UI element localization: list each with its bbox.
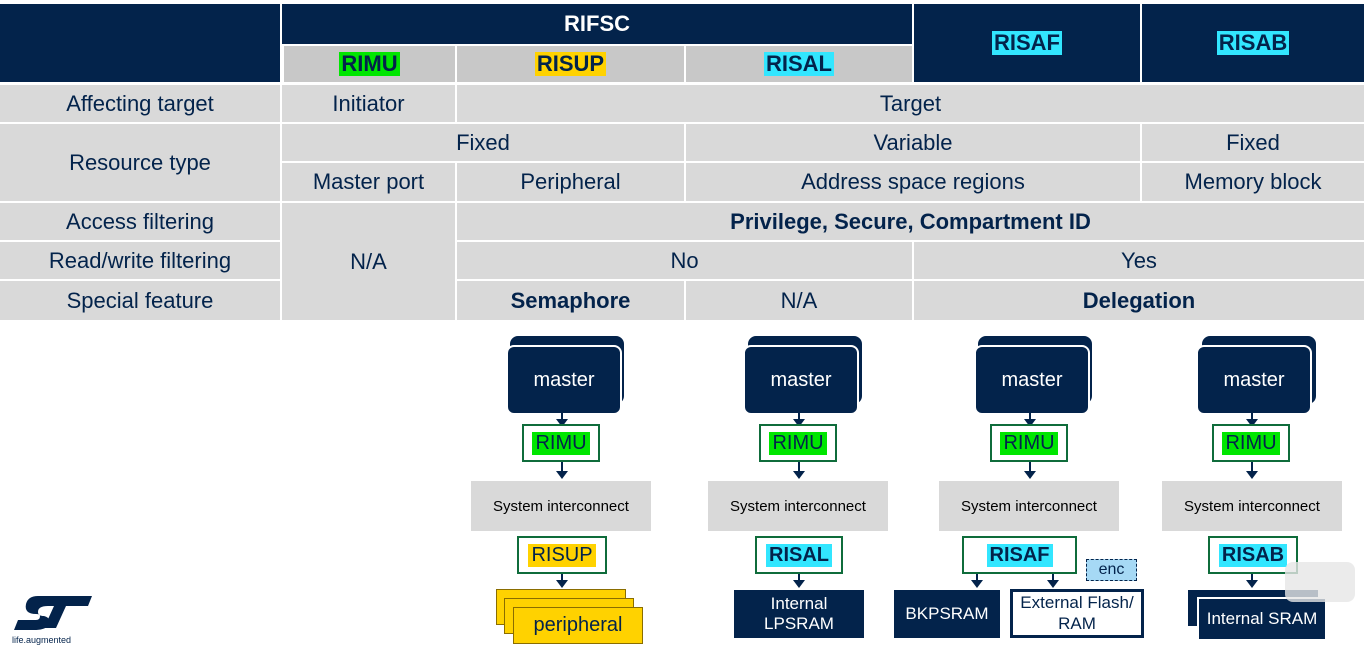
cell-fixed-risab: Fixed — [1142, 124, 1364, 161]
cell-variable: Variable — [686, 124, 1140, 161]
internal-lpsram-block: Internal LPSRAM — [734, 590, 864, 638]
risal-box: RISAL — [755, 536, 843, 574]
master-block: master — [1196, 345, 1312, 415]
cell-rw-yes: Yes — [914, 242, 1364, 279]
st-logo: life.augmented — [12, 592, 94, 645]
risaf-box: RISAF — [962, 536, 1077, 574]
arrow — [1024, 462, 1036, 479]
st-logo-icon — [14, 596, 92, 630]
cell-address-space: Address space regions — [686, 163, 1140, 201]
master-block: master — [506, 345, 622, 415]
arrow — [793, 462, 805, 479]
st-tagline: life.augmented — [12, 635, 72, 645]
rimu-header: RIMU — [284, 46, 455, 82]
cell-rw-no: No — [457, 242, 912, 279]
arrow — [1246, 413, 1258, 427]
arrow — [1246, 574, 1258, 588]
risaf-header: RISAF — [914, 4, 1140, 82]
risup-header: RISUP — [457, 46, 684, 82]
risup-box: RISUP — [517, 536, 607, 574]
risab-box: RISAB — [1208, 536, 1298, 574]
arrow — [793, 413, 805, 427]
system-interconnect: System interconnect — [1162, 481, 1342, 531]
arrow — [793, 574, 805, 588]
header-corner — [0, 4, 280, 82]
row-label-access-filtering: Access filtering — [0, 203, 280, 240]
cell-memory-block: Memory block — [1142, 163, 1364, 201]
cell-delegation: Delegation — [914, 281, 1364, 320]
master-block: master — [974, 345, 1090, 415]
arrow — [1024, 413, 1036, 427]
peripheral-block: peripheral — [513, 607, 643, 644]
risab-header: RISAB — [1142, 4, 1364, 82]
chat-bubble-icon — [1285, 562, 1355, 602]
internal-sram-block: Internal SRAM — [1197, 597, 1327, 641]
risal-header: RISAL — [686, 46, 912, 82]
rimu-box: RIMU — [990, 424, 1068, 462]
rimu-box: RIMU — [759, 424, 837, 462]
master-block: master — [743, 345, 859, 415]
cell-access-filtering-value: Privilege, Secure, Compartment ID — [457, 203, 1364, 240]
arrow — [1047, 574, 1059, 588]
arrow — [1246, 462, 1258, 479]
row-label-rw-filtering: Read/write filtering — [0, 242, 280, 279]
bkpsram-block: BKPSRAM — [894, 590, 1000, 638]
cell-na-initiator: N/A — [282, 203, 455, 320]
external-flash-ram-block: External Flash/ RAM — [1010, 589, 1144, 638]
arrow — [556, 462, 568, 479]
cell-target: Target — [457, 85, 1364, 122]
cell-peripheral: Peripheral — [457, 163, 684, 201]
enc-label: enc — [1086, 559, 1137, 581]
cell-master-port: Master port — [282, 163, 455, 201]
arrow — [556, 413, 568, 427]
row-label-affecting-target: Affecting target — [0, 85, 280, 122]
arrow — [971, 574, 983, 588]
rimu-box: RIMU — [522, 424, 600, 462]
arrow — [556, 574, 568, 588]
row-label-resource-type: Resource type — [0, 124, 280, 201]
cell-na-risal: N/A — [686, 281, 912, 320]
cell-initiator: Initiator — [282, 85, 455, 122]
row-label-special-feature: Special feature — [0, 281, 280, 320]
rifsc-header: RIFSC — [282, 4, 912, 44]
system-interconnect: System interconnect — [708, 481, 888, 531]
cell-semaphore: Semaphore — [457, 281, 684, 320]
cell-fixed-rifsc: Fixed — [282, 124, 684, 161]
rimu-box: RIMU — [1212, 424, 1290, 462]
system-interconnect: System interconnect — [471, 481, 651, 531]
system-interconnect: System interconnect — [939, 481, 1119, 531]
